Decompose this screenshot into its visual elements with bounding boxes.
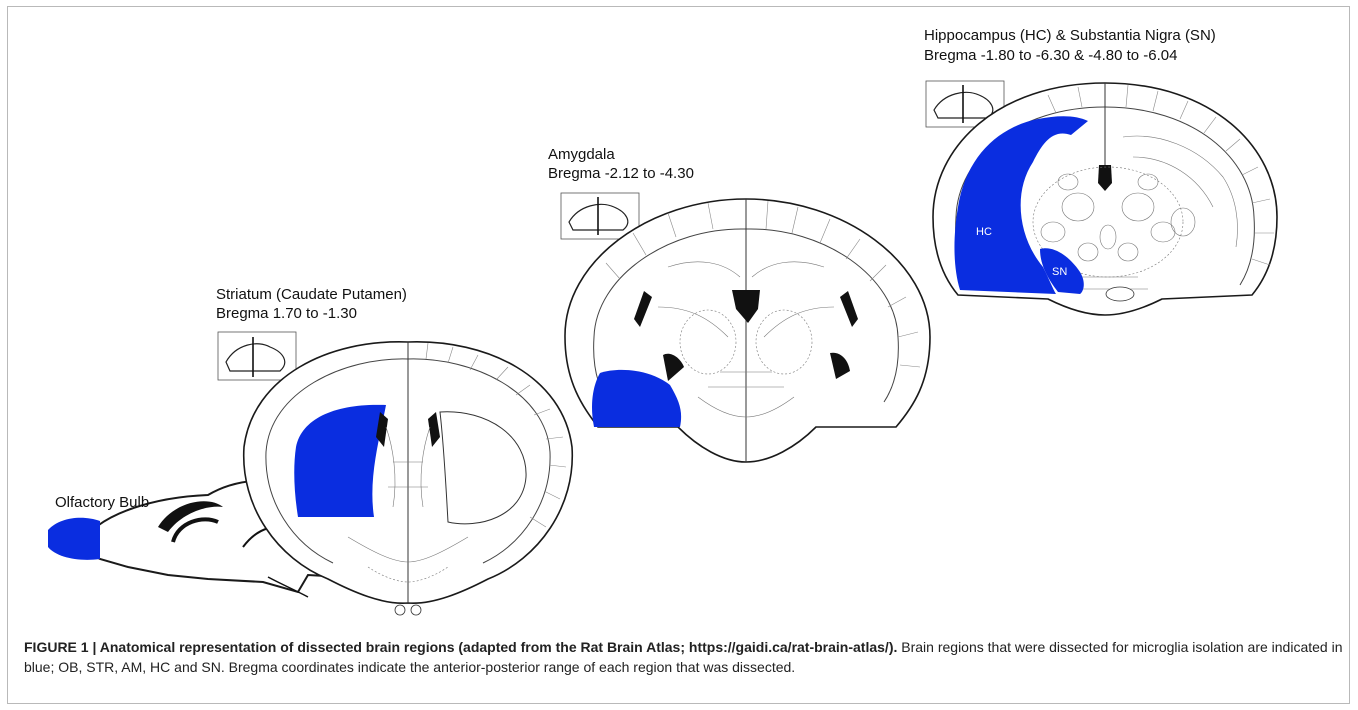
hippocampus-title: Hippocampus (HC) & Substantia Nigra (SN): [924, 26, 1216, 46]
hippocampus-diagram: HC SN: [926, 81, 1277, 315]
caption-lead: FIGURE 1 | Anatomical representation of …: [24, 639, 897, 655]
amygdala-bregma: Bregma -2.12 to -4.30: [548, 164, 694, 184]
hc-region-label: HC: [976, 226, 992, 238]
olfactory-bulb-title: Olfactory Bulb: [55, 493, 149, 513]
amygdala-title: Amygdala: [548, 145, 615, 165]
figure-artwork: HC SN: [8, 7, 1349, 627]
sn-region-label: SN: [1052, 266, 1067, 278]
hippocampus-bregma: Bregma -1.80 to -6.30 & -4.80 to -6.04: [924, 46, 1177, 66]
striatum-bregma: Bregma 1.70 to -1.30: [216, 304, 357, 324]
olfactory-bulb-highlight: [48, 518, 100, 560]
figure-frame: HC SN Olfactory Bulb Striatum (Caudate P…: [7, 6, 1350, 704]
amygdala-diagram: [561, 193, 930, 462]
striatum-title: Striatum (Caudate Putamen): [216, 285, 407, 305]
figure-caption: FIGURE 1 | Anatomical representation of …: [24, 637, 1344, 677]
